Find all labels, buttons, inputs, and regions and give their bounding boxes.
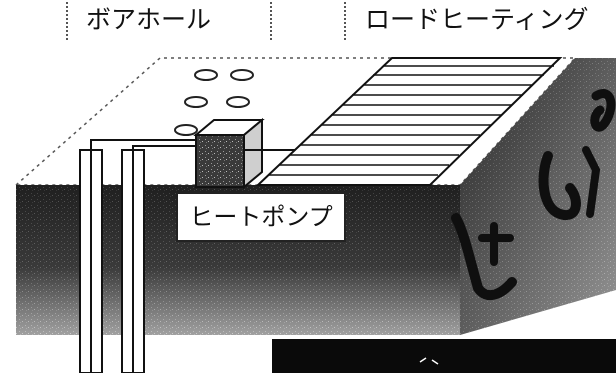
calligraphy-decoration: [451, 89, 616, 301]
road-heating-label: ロードヒーティング: [365, 5, 589, 34]
road-heating-panels: [255, 57, 563, 186]
label-separator: [270, 2, 272, 40]
connecting-pipe: [90, 139, 198, 152]
label-separator: [344, 2, 346, 40]
borehole-label: ボアホール: [86, 5, 212, 34]
bottom-banner: [272, 339, 616, 373]
heat-pump-label: ヒートポンプ: [176, 192, 346, 242]
borehole-pipes: [79, 149, 145, 373]
label-separator: [66, 2, 68, 40]
heat-pump-box: [193, 117, 300, 190]
